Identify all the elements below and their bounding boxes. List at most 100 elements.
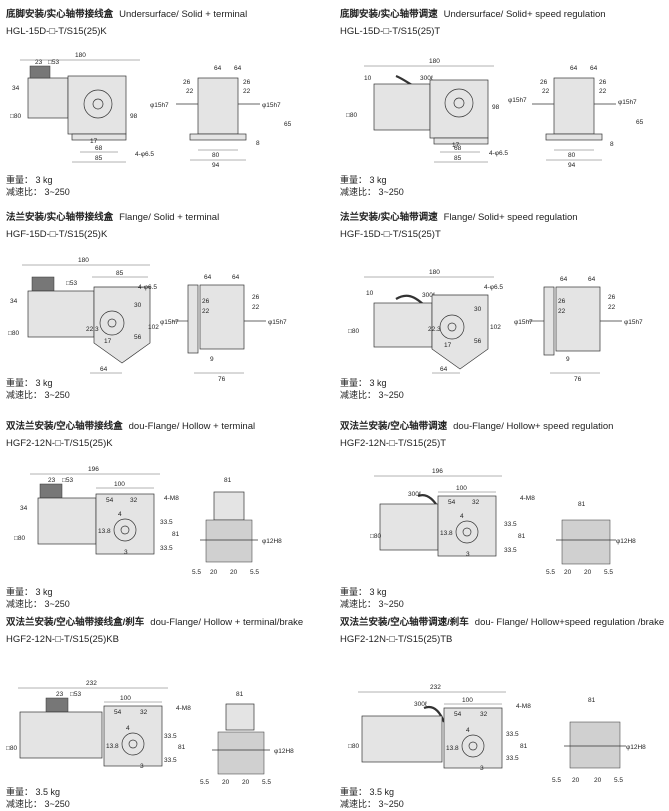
svg-text:3: 3 bbox=[140, 763, 144, 770]
svg-text:32: 32 bbox=[472, 499, 480, 506]
weight-text: 重量： 3.5 kg bbox=[6, 787, 61, 797]
svg-text:φ15h7: φ15h7 bbox=[268, 319, 287, 326]
svg-text:20: 20 bbox=[572, 777, 580, 784]
svg-text:22.3: 22.3 bbox=[428, 326, 441, 333]
svg-text:54: 54 bbox=[448, 499, 456, 506]
svg-text:26: 26 bbox=[558, 298, 566, 305]
svg-text:5.5: 5.5 bbox=[614, 777, 623, 784]
svg-text:8: 8 bbox=[256, 140, 260, 147]
ratio-text: 减速比： 3~250 bbox=[340, 799, 404, 809]
svg-text:3: 3 bbox=[480, 765, 484, 772]
svg-text:9: 9 bbox=[566, 356, 570, 363]
weight-text: 重量： 3 kg bbox=[6, 378, 53, 388]
svg-text:5.5: 5.5 bbox=[546, 569, 555, 576]
svg-text:34: 34 bbox=[10, 298, 18, 305]
svg-text:20: 20 bbox=[210, 569, 218, 576]
svg-text:102: 102 bbox=[490, 324, 501, 331]
svg-text:17: 17 bbox=[452, 142, 460, 149]
svg-text:3: 3 bbox=[124, 549, 128, 556]
svg-text:5.5: 5.5 bbox=[192, 569, 201, 576]
ratio-text: 减速比： 3~250 bbox=[340, 599, 404, 609]
svg-text:23: 23 bbox=[56, 691, 64, 698]
svg-text:81: 81 bbox=[518, 533, 526, 540]
svg-text:22: 22 bbox=[202, 308, 210, 315]
svg-text:232: 232 bbox=[430, 684, 441, 691]
svg-text:φ12H8: φ12H8 bbox=[274, 748, 294, 755]
svg-text:20: 20 bbox=[584, 569, 592, 576]
svg-text:4-M8: 4-M8 bbox=[520, 495, 535, 502]
svg-text:13.8: 13.8 bbox=[106, 743, 119, 750]
svg-text:64: 64 bbox=[590, 65, 598, 72]
svg-text:196: 196 bbox=[432, 468, 443, 475]
model-code: HGF2-12N-□-T/S15(25)K bbox=[6, 438, 113, 449]
svg-text:26: 26 bbox=[540, 79, 548, 86]
svg-text:80: 80 bbox=[568, 152, 576, 159]
weight-text: 重量： 3 kg bbox=[340, 378, 387, 388]
svg-text:56: 56 bbox=[474, 338, 482, 345]
svg-text:22: 22 bbox=[243, 88, 251, 95]
svg-text:32: 32 bbox=[130, 497, 138, 504]
svg-text:64: 64 bbox=[214, 65, 222, 72]
svg-text:33.5: 33.5 bbox=[164, 733, 177, 740]
svg-text:33.5: 33.5 bbox=[504, 521, 517, 528]
svg-text:68: 68 bbox=[95, 145, 103, 152]
svg-text:54: 54 bbox=[114, 709, 122, 716]
svg-text:33.5: 33.5 bbox=[504, 547, 517, 554]
svg-text:30: 30 bbox=[134, 302, 142, 309]
svg-text:20: 20 bbox=[222, 779, 230, 786]
svg-text:33.5: 33.5 bbox=[164, 757, 177, 764]
svg-text:26: 26 bbox=[202, 298, 210, 305]
svg-text:φ12H8: φ12H8 bbox=[262, 538, 282, 545]
svg-text:□53: □53 bbox=[48, 59, 60, 66]
svg-text:300ℓ: 300ℓ bbox=[420, 75, 434, 82]
model-code: HGF2-12N-□-T/S15(25)TB bbox=[340, 634, 453, 645]
svg-text:85: 85 bbox=[454, 155, 462, 162]
ratio-text: 减速比： 3~250 bbox=[340, 390, 404, 400]
svg-text:10: 10 bbox=[364, 75, 372, 82]
svg-text:26: 26 bbox=[252, 294, 260, 301]
svg-text:φ15h7: φ15h7 bbox=[160, 319, 179, 326]
svg-text:17: 17 bbox=[444, 342, 452, 349]
svg-text:81: 81 bbox=[178, 744, 186, 751]
ratio-text: 减速比： 3~250 bbox=[6, 187, 70, 197]
svg-text:76: 76 bbox=[574, 376, 582, 383]
svg-text:196: 196 bbox=[88, 466, 99, 473]
svg-text:□53: □53 bbox=[66, 280, 78, 287]
model-code: HGF-15D-□-T/S15(25)K bbox=[6, 229, 108, 240]
svg-text:100: 100 bbox=[456, 485, 467, 492]
svg-text:φ15h7: φ15h7 bbox=[150, 102, 169, 109]
svg-text:32: 32 bbox=[140, 709, 148, 716]
svg-text:64: 64 bbox=[570, 65, 578, 72]
svg-text:81: 81 bbox=[520, 743, 528, 750]
svg-text:33.5: 33.5 bbox=[160, 519, 173, 526]
svg-text:64: 64 bbox=[588, 276, 596, 283]
ratio-text: 减速比： 3~250 bbox=[6, 390, 70, 400]
svg-text:9: 9 bbox=[210, 356, 214, 363]
svg-text:100: 100 bbox=[120, 695, 131, 702]
ratio-text: 减速比： 3~250 bbox=[6, 599, 70, 609]
svg-text:20: 20 bbox=[564, 569, 572, 576]
svg-text:□80: □80 bbox=[348, 743, 360, 750]
svg-text:56: 56 bbox=[134, 334, 142, 341]
svg-text:34: 34 bbox=[12, 85, 20, 92]
svg-text:5.5: 5.5 bbox=[250, 569, 259, 576]
svg-text:54: 54 bbox=[454, 711, 462, 718]
svg-text:64: 64 bbox=[234, 65, 242, 72]
svg-text:φ15h7: φ15h7 bbox=[262, 102, 281, 109]
svg-text:□80: □80 bbox=[8, 330, 20, 337]
